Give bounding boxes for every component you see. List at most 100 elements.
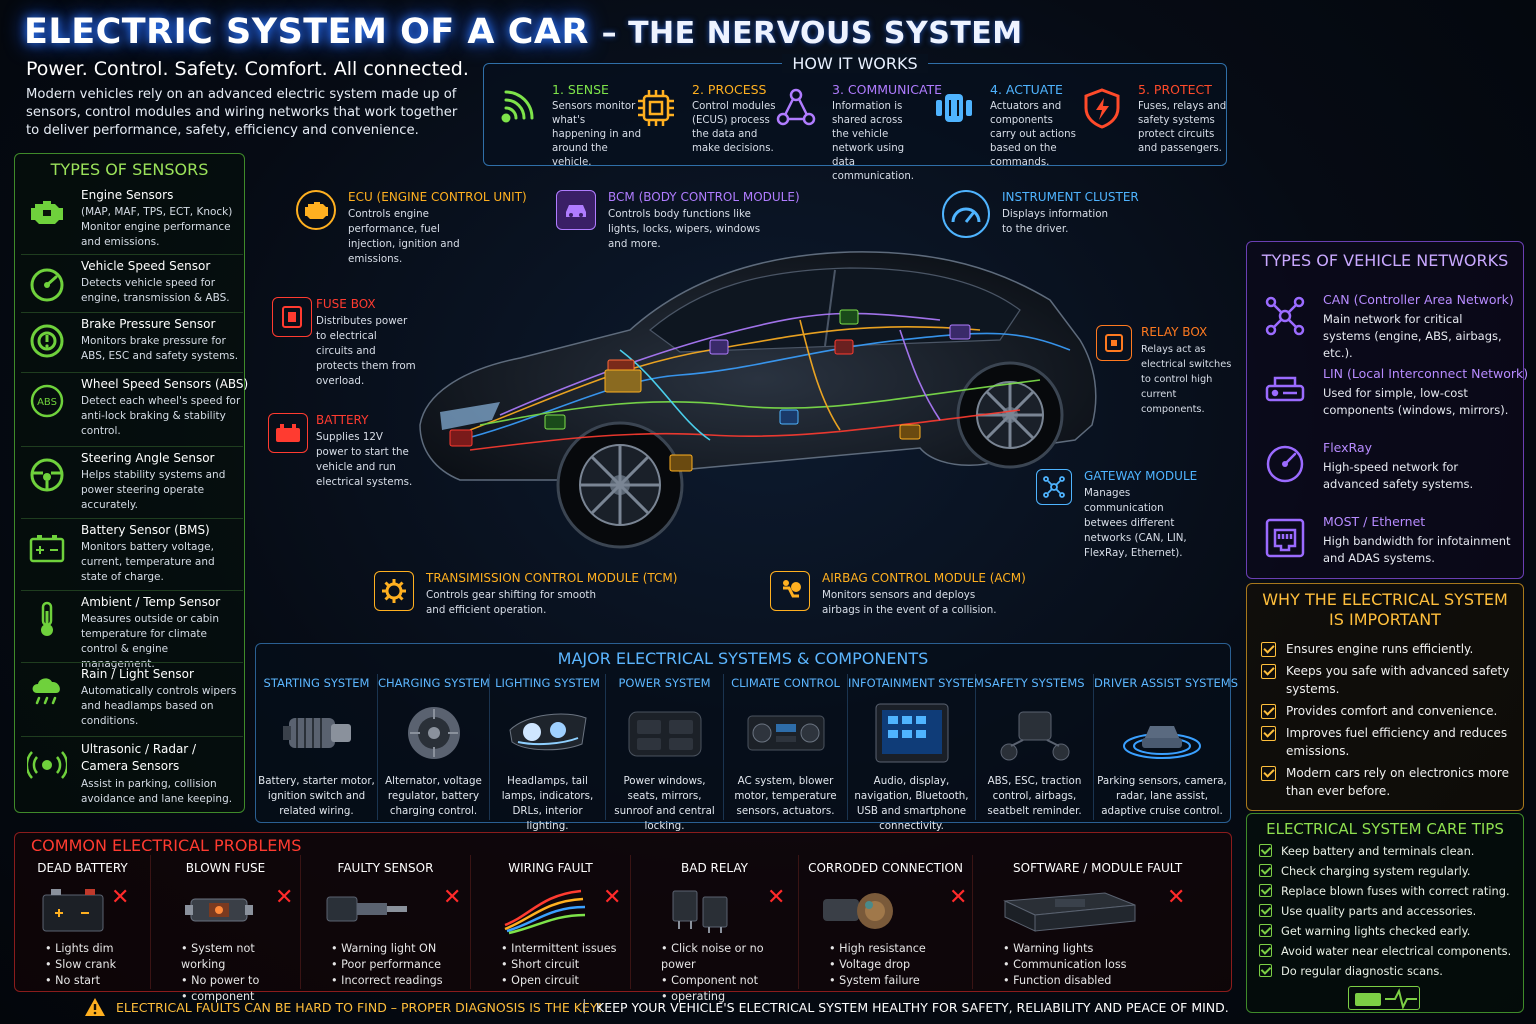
- sensor-name: Battery Sensor (BMS): [81, 523, 210, 537]
- network-item: CAN (Controller Area Network) Main netwo…: [1263, 292, 1518, 362]
- shield-icon: [1080, 86, 1124, 130]
- window-switch-icon: [623, 700, 707, 766]
- sensor-name: Steering Angle Sensor: [81, 451, 215, 465]
- callout-desc: Relays act as electrical switches to con…: [1141, 344, 1232, 415]
- alternator-icon: [392, 700, 476, 766]
- step-label: 5. PROTECT: [1138, 82, 1212, 97]
- step-label: 1. SENSE: [552, 82, 609, 97]
- sensor-desc: Helps stability systems and power steeri…: [81, 469, 226, 511]
- network-desc: Main network for critical systems (engin…: [1323, 312, 1502, 360]
- lin-network-icon: [1263, 368, 1307, 412]
- speedometer-icon: [27, 263, 67, 303]
- sensor-desc: Monitors battery voltage, current, tempe…: [81, 541, 215, 583]
- airbag-icon: [770, 571, 810, 611]
- system-infotainment: INFOTAINMENT SYSTEM Audio, display, navi…: [848, 674, 984, 832]
- checkbox-icon: [1259, 924, 1272, 937]
- problem-faulty-sensor: FAULTY SENSOR ✕ Warning light ONPoor per…: [301, 855, 471, 989]
- steering-wheel-icon: [27, 455, 67, 495]
- battery-pulse-icon: [1348, 986, 1420, 1010]
- system-starting: STARTING SYSTEM Battery, starter motor, …: [256, 674, 378, 820]
- why-item: Ensures engine runs efficiently.: [1261, 640, 1516, 658]
- major-systems-title: MAJOR ELECTRICAL SYSTEMS & COMPONENTS: [557, 649, 929, 668]
- battery-icon: [27, 527, 67, 567]
- fault-x-icon: ✕: [111, 885, 130, 910]
- step-communicate: 3. COMMUNICATE Information is shared acr…: [774, 82, 942, 182]
- problems-panel: COMMON ELECTRICAL PROBLEMS DEAD BATTERY …: [14, 832, 1232, 1003]
- care-tip: Check charging system regularly.: [1259, 864, 1521, 878]
- step-desc: Information is shared across the vehicle…: [832, 101, 915, 182]
- system-name: POWER SYSTEM: [618, 676, 711, 690]
- callout-label: ECU (ENGINE CONTROL UNIT): [348, 190, 527, 204]
- step-protect: 5. PROTECT Fuses, relays and safety syst…: [1080, 82, 1226, 162]
- sensor-item: Brake Pressure Sensor Monitors brake pre…: [21, 312, 243, 372]
- checkbox-icon: [1259, 904, 1272, 917]
- network-desc: High bandwidth for infotainment and ADAS…: [1323, 534, 1511, 565]
- system-lighting: LIGHTING SYSTEM Headlamps, tail lamps, i…: [490, 674, 606, 832]
- system-desc: Parking sensors, camera, radar, lane ass…: [1097, 775, 1227, 817]
- car-module-icon: [556, 190, 596, 230]
- fault-x-icon: ✕: [443, 885, 462, 910]
- system-desc: Battery, starter motor, ignition switch …: [258, 775, 375, 817]
- corroded-connector-icon: [819, 885, 909, 935]
- checkbox-icon: [1259, 844, 1272, 857]
- checkbox-icon: [1259, 884, 1272, 897]
- callout-desc: Distributes power to electrical circuits…: [316, 315, 416, 387]
- system-desc: Audio, display, navigation, Bluetooth, U…: [854, 775, 969, 832]
- network-icon: [774, 86, 818, 130]
- networks-title: TYPES OF VEHICLE NETWORKS: [1261, 251, 1509, 270]
- sensor-item: Rain / Light Sensor Automatically contro…: [21, 662, 243, 736]
- callout-desc: Supplies 12V power to start the vehicle …: [316, 431, 413, 488]
- checkbox-icon: [1261, 664, 1276, 679]
- gauge-icon: [1263, 442, 1307, 486]
- problems-title: COMMON ELECTRICAL PROBLEMS: [31, 836, 302, 855]
- sensor-desc: Detects vehicle speed for engine, transm…: [81, 277, 230, 304]
- why-item: Improves fuel efficiency and reduces emi…: [1261, 724, 1516, 760]
- sensor-item: Ambient / Temp Sensor Measures outside o…: [21, 590, 243, 670]
- problem-name: DEAD BATTERY: [37, 861, 128, 875]
- problem-blown-fuse: BLOWN FUSE ✕ System not workingNo power …: [151, 855, 301, 1003]
- problem-name: WIRING FAULT: [508, 861, 593, 875]
- symptom-list: Warning light ONPoor performanceIncorrec…: [331, 941, 442, 989]
- problem-wiring-fault: WIRING FAULT ✕ Intermittent issuesShort …: [471, 855, 631, 989]
- step-process: 2. PROCESS Control modules (ECUS) proces…: [634, 82, 776, 162]
- fault-x-icon: ✕: [603, 885, 622, 910]
- callout-desc: Controls gear shifting for smooth and ef…: [426, 589, 596, 616]
- headlamp-icon: [506, 700, 590, 766]
- relay-icon: [1096, 325, 1132, 361]
- control-modules: [449, 309, 971, 472]
- system-driver-assist: DRIVER ASSIST SYSTEMS Parking sensors, c…: [1094, 674, 1238, 820]
- sensor-item: Steering Angle Sensor Helps stability sy…: [21, 446, 243, 518]
- major-systems-panel: MAJOR ELECTRICAL SYSTEMS & COMPONENTS ST…: [255, 643, 1238, 832]
- sensor-item: Engine Sensors (MAP, MAF, TPS, ECT, Knoc…: [21, 184, 243, 254]
- abs-module-icon: [993, 700, 1077, 766]
- system-safety: SAFETY SYSTEMS ABS, ESC, traction contro…: [976, 674, 1094, 820]
- system-name: CHARGING SYSTEM: [378, 676, 490, 690]
- system-power: POWER SYSTEM Power windows, seats, mirro…: [606, 674, 724, 832]
- gear-icon: [374, 571, 414, 611]
- checkbox-icon: [1261, 642, 1276, 657]
- gauge-icon: [942, 190, 990, 238]
- callout-desc: Controls body functions like lights, loc…: [608, 208, 761, 250]
- step-desc: Fuses, relays and safety systems protect…: [1138, 101, 1227, 154]
- network-desc: Used for simple, low-cost components (wi…: [1323, 386, 1509, 417]
- network-name: FlexRay: [1323, 440, 1372, 455]
- blown-fuse-icon: [181, 885, 271, 935]
- climate-panel-icon: [744, 700, 828, 766]
- callout-desc: Controls engine performance, fuel inject…: [348, 208, 460, 265]
- warning-icon: [85, 998, 105, 1016]
- abs-icon: ABS: [27, 381, 67, 421]
- sensor-name: Ambient / Temp Sensor: [81, 595, 221, 609]
- why-item: Provides comfort and convenience.: [1261, 702, 1516, 720]
- callout-desc: Manages communication betwees different …: [1084, 487, 1187, 559]
- callout-label: RELAY BOX: [1141, 325, 1208, 339]
- rear-wheel: [956, 361, 1064, 469]
- care-tip: Avoid water near electrical components.: [1259, 944, 1521, 958]
- step-desc: Actuators and components carry out actio…: [990, 101, 1076, 168]
- checkbox-icon: [1261, 704, 1276, 719]
- checkbox-icon: [1259, 964, 1272, 977]
- problem-name: BLOWN FUSE: [185, 861, 266, 875]
- system-name: SAFETY SYSTEMS: [984, 676, 1085, 690]
- gateway-network-icon: [1036, 469, 1072, 505]
- sensor-name: Brake Pressure Sensor: [81, 317, 216, 331]
